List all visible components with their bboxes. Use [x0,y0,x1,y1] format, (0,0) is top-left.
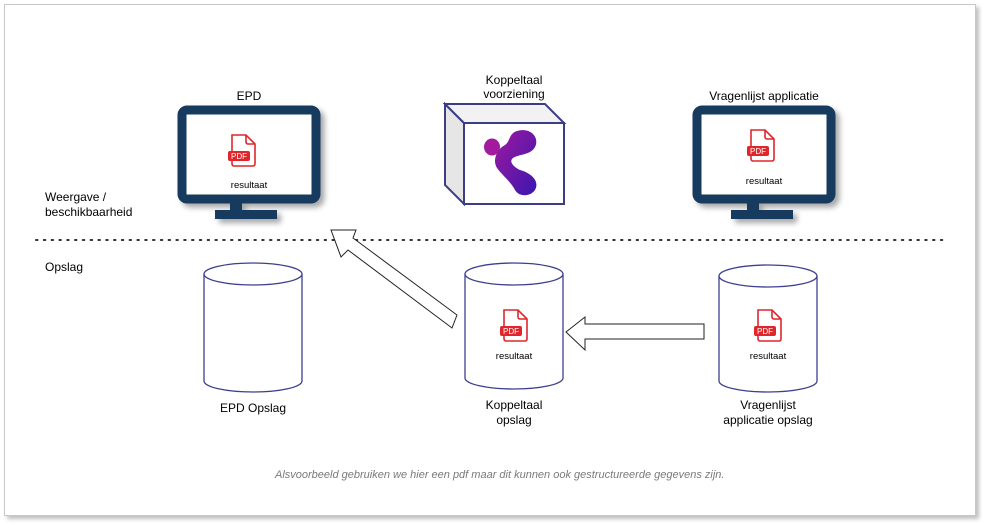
koppeltaal-opslag-result-label: resultaat [495,351,533,362]
koppeltaal-title-line2: voorziening [483,87,545,101]
layer-label-display-line2: beschikbaarheid [45,205,133,219]
vragenlijst-result-label: resultaat [745,176,783,187]
arrow-up-left-icon [330,229,458,329]
epd-opslag-label: EPD Opslag [219,401,287,415]
diagram-frame [4,4,976,516]
vragenlijst-opslag-label-line2: applicatie opslag [723,413,813,427]
epd-opslag-database-icon [203,262,303,393]
koppeltaal-opslag-label-line1: Koppeltaal [485,398,543,412]
vragenlijst-opslag-result-label: resultaat [749,351,787,362]
epd-title: EPD [236,89,262,103]
vragenlijst-opslag-label-line1: Vragenlijst [740,398,796,412]
koppeltaal-opslag-label-line2: opslag [496,413,532,427]
epd-pdf-icon [227,134,256,167]
koppeltaal-title-line1: Koppeltaal [485,73,543,87]
layer-label-display-line1: Weergave / [45,190,107,204]
arrow-left-icon [565,315,705,352]
vragenlijst-opslag-pdf-icon [753,309,782,342]
epd-result-label: resultaat [230,180,268,191]
vragenlijst-pdf-icon [746,129,775,162]
koppeltaal-logo-icon [484,130,537,196]
koppeltaal-cube-icon [442,101,567,207]
layer-label-storage: Opslag [45,260,84,274]
koppeltaal-opslag-pdf-icon [499,309,528,342]
vragenlijst-monitor-icon [692,105,836,219]
vragenlijst-title: Vragenlijst applicatie [709,89,819,103]
footnote: Alsvoorbeeld gebruiken we hier een pdf m… [275,469,725,481]
